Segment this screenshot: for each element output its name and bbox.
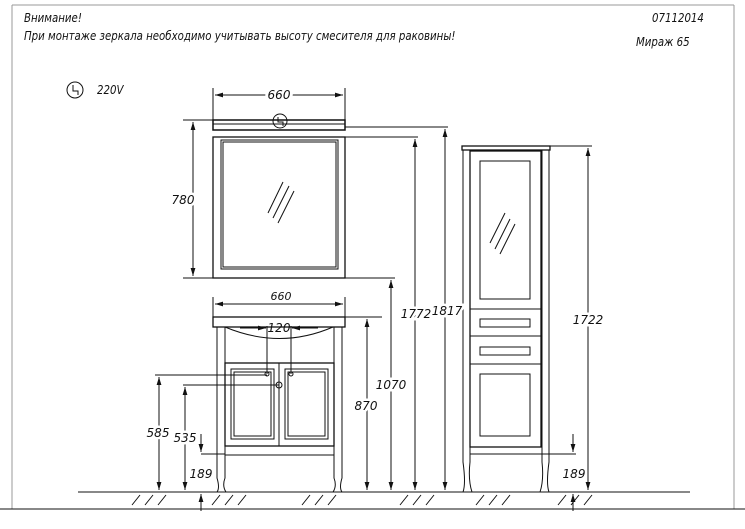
dim-189-left: 189 [190,467,213,481]
dim-1722: 1722 [573,313,604,327]
warning-text: При монтаже зеркала необходимо учитывать… [24,29,456,43]
dim-sink-width: 660 [271,290,292,303]
document-code: 07112014 [652,11,704,25]
dim-870: 870 [355,399,378,413]
power-label: 220V [97,83,124,97]
dim-mixer-spacing: 120 [268,321,291,335]
dim-189-right: 189 [563,467,586,481]
dim-585: 585 [147,426,170,440]
warning-title: Внимание! [24,11,82,25]
vanity-unit [212,316,346,493]
power-socket-icon [66,81,84,99]
model-name: Мираж 65 [636,35,690,49]
dim-1070: 1070 [376,378,407,392]
dim-1772: 1772 [401,307,432,321]
dim-1817: 1817 [432,304,463,318]
sheet-border [11,4,735,509]
dimension-lines [155,88,592,511]
dim-mirror-height: 780 [172,193,195,207]
tall-cabinet [461,145,551,493]
dim-mirror-width: 660 [268,88,291,102]
power-socket-icon [272,113,288,129]
mirror [212,113,346,279]
dim-535: 535 [174,431,197,445]
